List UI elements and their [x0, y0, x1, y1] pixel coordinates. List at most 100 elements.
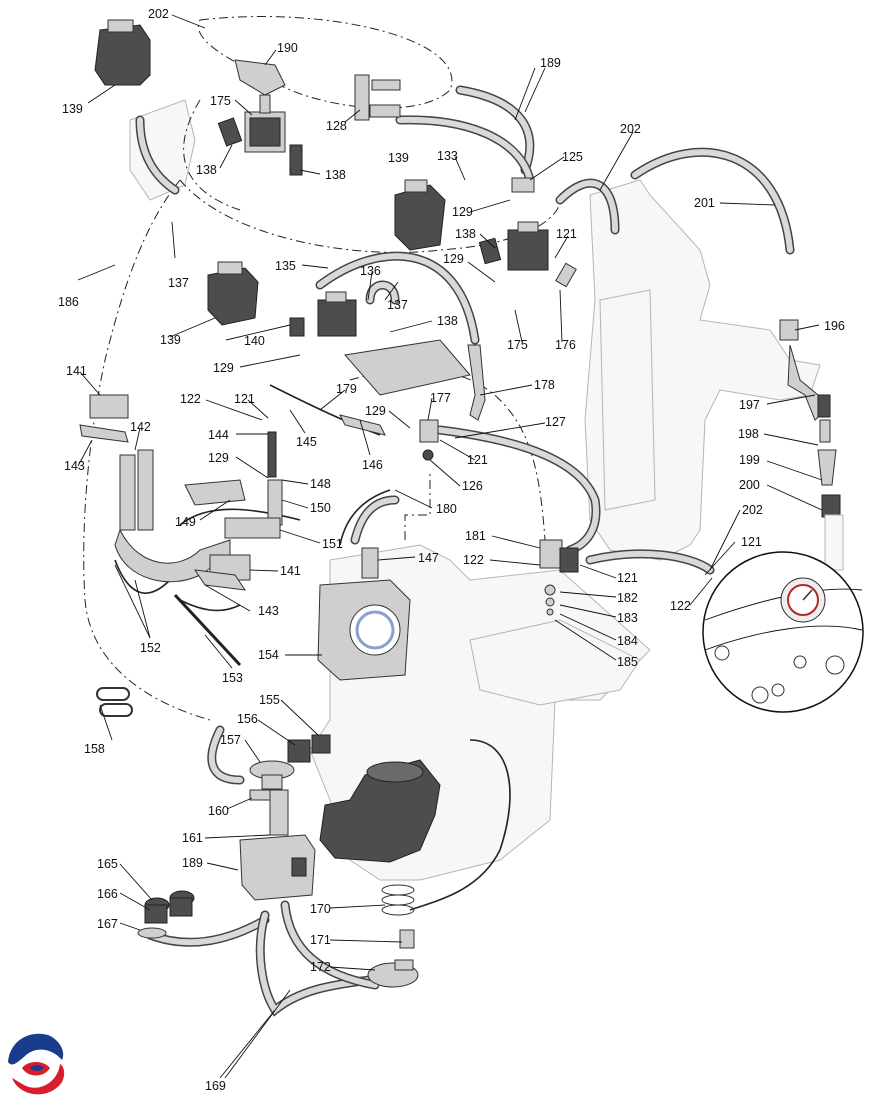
- label-144: 144: [208, 428, 229, 442]
- wires: [114, 489, 511, 911]
- label-161: 161: [182, 831, 203, 845]
- solenoid-valve-175-mid: [507, 221, 549, 271]
- connector-138-mid: [478, 237, 502, 265]
- label-121: 121: [741, 535, 762, 549]
- label-139: 139: [160, 333, 181, 347]
- label-175: 175: [210, 94, 231, 108]
- label-175: 175: [507, 338, 528, 352]
- label-182: 182: [617, 591, 638, 605]
- label-201: 201: [694, 196, 715, 210]
- label-172: 172: [310, 960, 331, 974]
- probe-144: [267, 431, 277, 478]
- label-181: 181: [465, 529, 486, 543]
- valve-181-assembly: [539, 539, 579, 616]
- label-148: 148: [310, 477, 331, 491]
- label-121: 121: [234, 392, 255, 406]
- connector-155-156: [287, 734, 331, 763]
- label-180: 180: [436, 502, 457, 516]
- label-139: 139: [62, 102, 83, 116]
- label-129: 129: [365, 404, 386, 418]
- label-185: 185: [617, 655, 638, 669]
- sensor-147: [361, 547, 379, 579]
- label-150: 150: [310, 501, 331, 515]
- oring-158: [96, 687, 133, 717]
- label-138: 138: [455, 227, 476, 241]
- label-189: 189: [182, 856, 203, 870]
- label-142: 142: [130, 420, 151, 434]
- label-169: 169: [205, 1079, 226, 1093]
- label-156: 156: [237, 712, 258, 726]
- label-177: 177: [430, 391, 451, 405]
- label-145: 145: [296, 435, 317, 449]
- label-178: 178: [534, 378, 555, 392]
- label-121: 121: [617, 571, 638, 585]
- connector-140: [289, 317, 305, 337]
- fitting-177: [419, 419, 439, 461]
- label-154: 154: [258, 648, 279, 662]
- label-155: 155: [259, 693, 280, 707]
- label-196: 196: [824, 319, 845, 333]
- label-127: 127: [545, 415, 566, 429]
- label-129: 129: [452, 205, 473, 219]
- label-197: 197: [739, 398, 760, 412]
- connector-138-right: [289, 144, 303, 176]
- label-129: 129: [213, 361, 234, 375]
- solenoid-coil-139-low: [207, 261, 259, 326]
- label-135: 135: [275, 259, 296, 273]
- label-166: 166: [97, 887, 118, 901]
- pump-161: [239, 789, 316, 901]
- bracket-plate-178: [344, 339, 486, 421]
- thermoblock-142: [114, 449, 231, 583]
- label-138: 138: [325, 168, 346, 182]
- control-panel-detail: [702, 551, 864, 713]
- label-149: 149: [175, 515, 196, 529]
- valve-190: [234, 59, 286, 96]
- label-122: 122: [180, 392, 201, 406]
- label-129: 129: [208, 451, 229, 465]
- leader-lines: [77, 14, 823, 1079]
- label-183: 183: [617, 611, 638, 625]
- solenoid-coil-139-top: [94, 19, 151, 86]
- brand-logo: [4, 1033, 68, 1100]
- flowmeter-157: [249, 760, 295, 790]
- label-133: 133: [437, 149, 458, 163]
- label-141: 141: [280, 564, 301, 578]
- label-190: 190: [277, 41, 298, 55]
- bracket-143: [79, 424, 247, 591]
- part-labels: 202 190 189 139 175 128 138 138 133 139 …: [58, 7, 845, 1093]
- label-147: 147: [418, 551, 439, 565]
- label-143: 143: [258, 604, 279, 618]
- label-158: 158: [84, 742, 105, 756]
- label-129: 129: [443, 252, 464, 266]
- fitting-176: [555, 262, 577, 288]
- label-137: 137: [387, 298, 408, 312]
- label-151: 151: [322, 537, 343, 551]
- label-122: 122: [670, 599, 691, 613]
- label-200: 200: [739, 478, 760, 492]
- spring-170: [381, 884, 415, 916]
- fitting-160: [249, 789, 273, 801]
- filter-166: [144, 890, 195, 924]
- tee-connector-128: [354, 74, 401, 121]
- label-176: 176: [555, 338, 576, 352]
- label-189: 189: [540, 56, 561, 70]
- label-186: 186: [58, 295, 79, 309]
- label-167: 167: [97, 917, 118, 931]
- clip-146: [339, 414, 386, 436]
- label-122: 122: [463, 553, 484, 567]
- label-157: 157: [220, 733, 241, 747]
- label-160: 160: [208, 804, 229, 818]
- label-202: 202: [148, 7, 169, 21]
- washer-167: [137, 927, 167, 939]
- label-141: 141: [66, 364, 87, 378]
- connector-171: [399, 929, 415, 949]
- label-121: 121: [467, 453, 488, 467]
- label-198: 198: [738, 427, 759, 441]
- label-140: 140: [244, 334, 265, 348]
- label-136: 136: [360, 264, 381, 278]
- label-170: 170: [310, 902, 331, 916]
- label-143: 143: [64, 459, 85, 473]
- label-199: 199: [739, 453, 760, 467]
- rod-153: [173, 593, 242, 667]
